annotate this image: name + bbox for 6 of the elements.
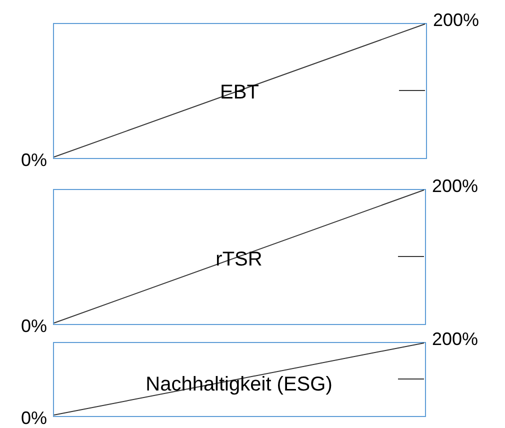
percent-label: 0% (20, 408, 47, 428)
percent-label: 200% (432, 329, 478, 350)
percent-label: 0% (20, 150, 47, 171)
percent-label: 200% (432, 176, 478, 197)
percent-label: 0% (20, 316, 47, 337)
percent-label: 200% (433, 10, 480, 31)
